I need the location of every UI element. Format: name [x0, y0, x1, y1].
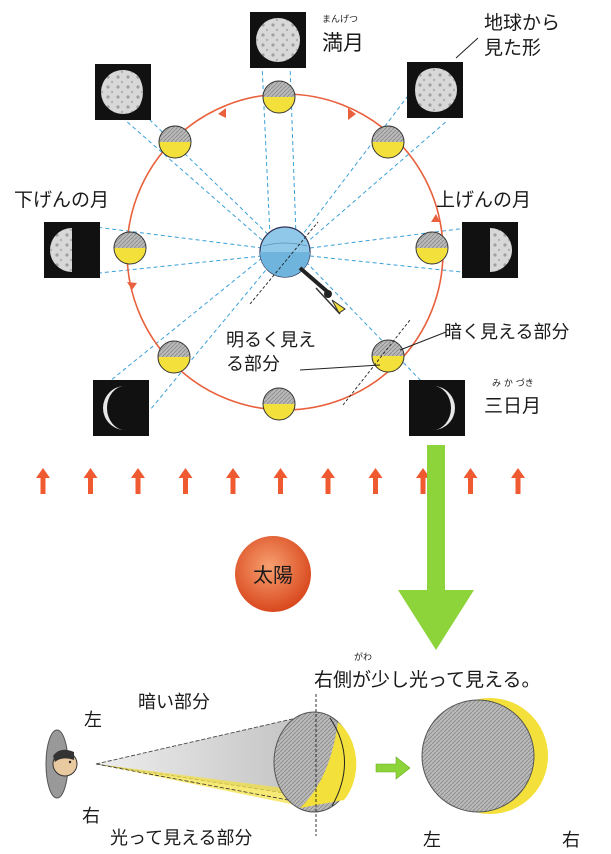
- orbit-moon: [158, 125, 192, 159]
- right-label-bottom: 右: [562, 830, 580, 851]
- right-side-furigana: がわ: [354, 651, 372, 663]
- seen-from-earth-label-line1: 地球から: [484, 12, 560, 34]
- horizon-lines: [249, 221, 411, 406]
- orbit-moon: [113, 231, 147, 265]
- orbit-direction-arrows: [127, 108, 440, 290]
- full-moon-furigana: まんげつ: [322, 14, 358, 25]
- orbit-moon: [157, 340, 191, 374]
- sunlight-arrow: [368, 468, 383, 494]
- sunlight-arrow: [511, 468, 525, 494]
- right-side-caption: 右側が少し光って見える。: [314, 669, 540, 691]
- orbit-moon: [371, 339, 405, 373]
- crescent-furigana: み か づき: [492, 378, 534, 389]
- moon-photos: [44, 12, 518, 436]
- moon-photo: [407, 62, 463, 118]
- moon-photo: [44, 222, 100, 278]
- earth-globe-icon: [259, 226, 311, 278]
- orbit-moon: [415, 231, 449, 265]
- bright-part-label-line2: る部分: [226, 354, 280, 375]
- seen-from-earth-label-line2: 見た形: [484, 37, 541, 59]
- sunlight-arrow: [463, 468, 478, 494]
- sunlight-arrow: [131, 468, 145, 494]
- orbit-moons: [113, 80, 449, 421]
- moon-photo: [93, 380, 149, 436]
- moon-photo: [250, 12, 306, 68]
- leader-lines: [299, 37, 479, 371]
- resulting-moon-appearance: [421, 698, 548, 814]
- moon-photo: [462, 222, 518, 278]
- sunlight-arrow: [178, 468, 193, 494]
- sun: 太陽: [235, 536, 311, 612]
- crescent-label: 三日月: [484, 395, 541, 417]
- moon-side-view: [273, 711, 357, 813]
- result-arrow: [375, 756, 411, 780]
- left-label-near-eye: 左: [84, 710, 102, 731]
- sunlight-arrow: [321, 468, 335, 494]
- person-silhouette-icon: [45, 729, 78, 799]
- lit-portion-label: 光って見える部分: [110, 828, 253, 849]
- sun-label: 太陽: [253, 563, 293, 587]
- sunlight-arrows: [36, 468, 525, 494]
- full-moon-label: 満月: [322, 31, 364, 55]
- right-label-near-eye: 右: [82, 806, 100, 827]
- sunlight-arrow: [83, 468, 98, 494]
- last-quarter-label: 下げんの月: [14, 189, 109, 211]
- viewing-direction-arrow: [398, 445, 474, 650]
- bright-part-label-line1: 明るく見え: [226, 330, 316, 351]
- sunlight-arrow: [36, 468, 50, 494]
- orbit-moon: [262, 387, 296, 421]
- first-quarter-label: 上げんの月: [436, 189, 531, 211]
- orbit-moon: [262, 80, 296, 114]
- sunlight-arrow: [416, 468, 430, 494]
- moon-photo: [409, 380, 465, 436]
- sunlight-arrow: [226, 468, 240, 494]
- moon-photo: [95, 64, 151, 120]
- orbit-moon: [371, 125, 405, 159]
- left-label-bottom: 左: [423, 830, 441, 851]
- telescope-icon: [298, 266, 346, 315]
- dark-part-label: 暗く見える部分: [444, 322, 569, 343]
- sunlight-arrow: [273, 468, 288, 494]
- dark-portion-label: 暗い部分: [138, 692, 210, 713]
